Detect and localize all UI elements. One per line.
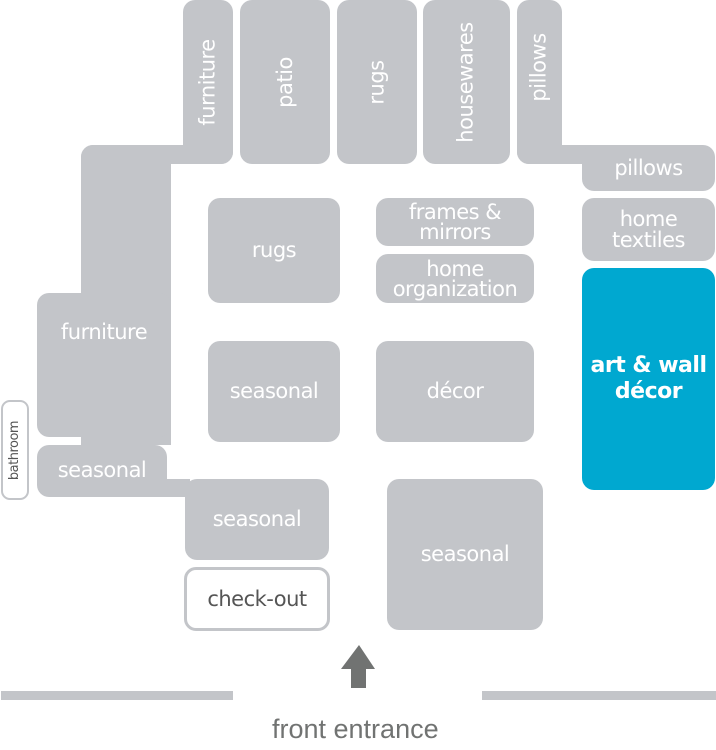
section-label: bathroom (7, 420, 23, 480)
section-seasonal-center[interactable]: seasonal (208, 341, 340, 442)
section-check-out[interactable]: check-out (184, 567, 330, 631)
section-seasonal-lower[interactable]: seasonal (185, 479, 329, 560)
section-furniture-top[interactable]: furniture (183, 0, 233, 164)
section-seasonal-connector (150, 479, 190, 497)
section-label: patio (272, 56, 297, 108)
front-wall-left (1, 691, 233, 700)
section-label: housewares (454, 21, 478, 143)
section-pillows-right[interactable]: pillows (582, 145, 715, 191)
front-wall-right (482, 691, 716, 700)
section-art-wall-decor[interactable]: art & wall décor (582, 268, 715, 490)
section-label: home textiles (612, 206, 685, 252)
section-decor[interactable]: décor (376, 341, 534, 442)
section-label: frames & mirrors (408, 200, 502, 244)
arrow-up-icon (341, 645, 375, 688)
section-seasonal-left[interactable]: seasonal (37, 445, 167, 497)
section-rugs-center[interactable]: rugs (208, 198, 340, 303)
section-label: seasonal (420, 542, 510, 566)
section-patio[interactable]: patio (240, 0, 330, 164)
section-label: furniture (60, 320, 148, 344)
section-label: furniture (195, 38, 220, 126)
section-home-organization[interactable]: home organization (376, 254, 534, 303)
section-frames-mirrors[interactable]: frames & mirrors (376, 198, 534, 246)
section-label: rugs (364, 59, 389, 105)
section-housewares[interactable]: housewares (423, 0, 510, 164)
section-label: seasonal (229, 379, 319, 403)
section-label: décor (426, 379, 484, 403)
section-furniture-left[interactable]: furniture (37, 293, 171, 437)
section-pillows-top[interactable]: pillows (517, 0, 562, 164)
section-label: rugs (251, 238, 297, 262)
section-label: pillows (614, 155, 683, 180)
section-label: home organization (392, 256, 518, 301)
section-rugs-top[interactable]: rugs (337, 0, 417, 164)
section-seasonal-bottom[interactable]: seasonal (387, 479, 543, 630)
section-label: check-out (207, 586, 307, 611)
section-bathroom[interactable]: bathroom (1, 400, 29, 500)
section-home-textiles[interactable]: home textiles (582, 198, 715, 261)
section-label: art & wall décor (590, 353, 707, 404)
front-entrance-label: front entrance (272, 714, 439, 744)
section-label: pillows (527, 32, 551, 102)
section-label: seasonal (57, 457, 147, 482)
section-label: seasonal (212, 507, 302, 531)
